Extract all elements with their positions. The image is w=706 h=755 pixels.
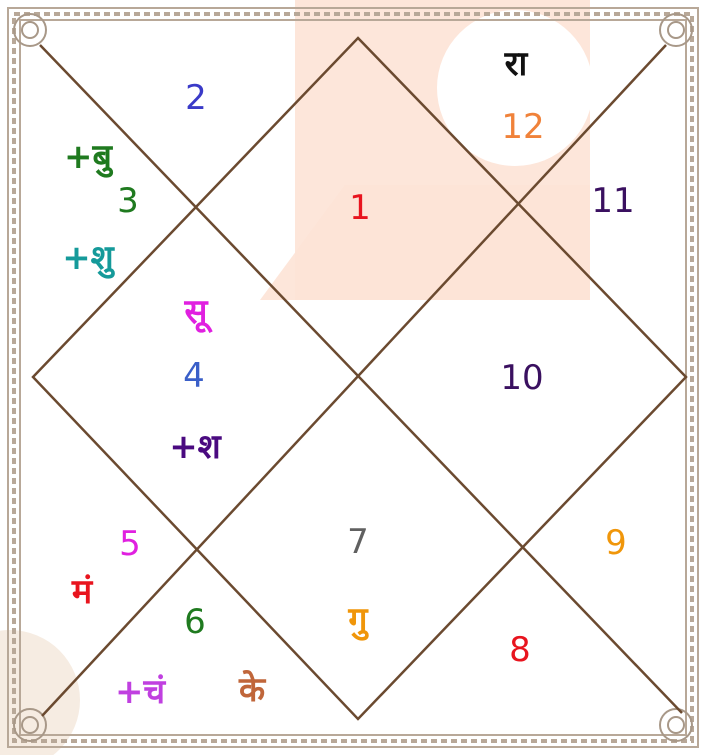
house-number-7: 7 bbox=[347, 525, 369, 559]
house-number-5: 5 bbox=[119, 527, 141, 561]
planet-rahu-house-12: रा bbox=[505, 47, 528, 81]
house-number-2: 2 bbox=[185, 81, 207, 115]
house-number-4: 4 bbox=[183, 359, 205, 393]
house-number-6: 6 bbox=[184, 605, 206, 639]
corner-ornament-tr bbox=[660, 14, 692, 46]
planet-surya-house-4: सू bbox=[185, 295, 208, 329]
planet-mangal-house-5: मं bbox=[72, 575, 92, 609]
house-number-11: 11 bbox=[591, 184, 634, 218]
house-number-9: 9 bbox=[605, 526, 627, 560]
corner-ornament-tl bbox=[14, 14, 46, 46]
planet-guru-house-7: गु bbox=[348, 603, 367, 637]
planet-budh-house-3: +बु bbox=[64, 140, 112, 174]
corner-ornament-br bbox=[660, 709, 692, 741]
planet-shukra-house-3: +शु bbox=[62, 241, 114, 275]
house-number-8: 8 bbox=[509, 633, 531, 667]
house-number-3: 3 bbox=[117, 184, 139, 218]
house-number-1: 1 bbox=[349, 191, 371, 225]
planet-chandra-house-6: +चं bbox=[115, 675, 165, 709]
planet-shani-house-4: +श bbox=[169, 430, 221, 464]
planet-ketu-house-6: के bbox=[239, 673, 265, 707]
house-number-12: 12 bbox=[501, 110, 544, 144]
house-number-10: 10 bbox=[500, 361, 543, 395]
